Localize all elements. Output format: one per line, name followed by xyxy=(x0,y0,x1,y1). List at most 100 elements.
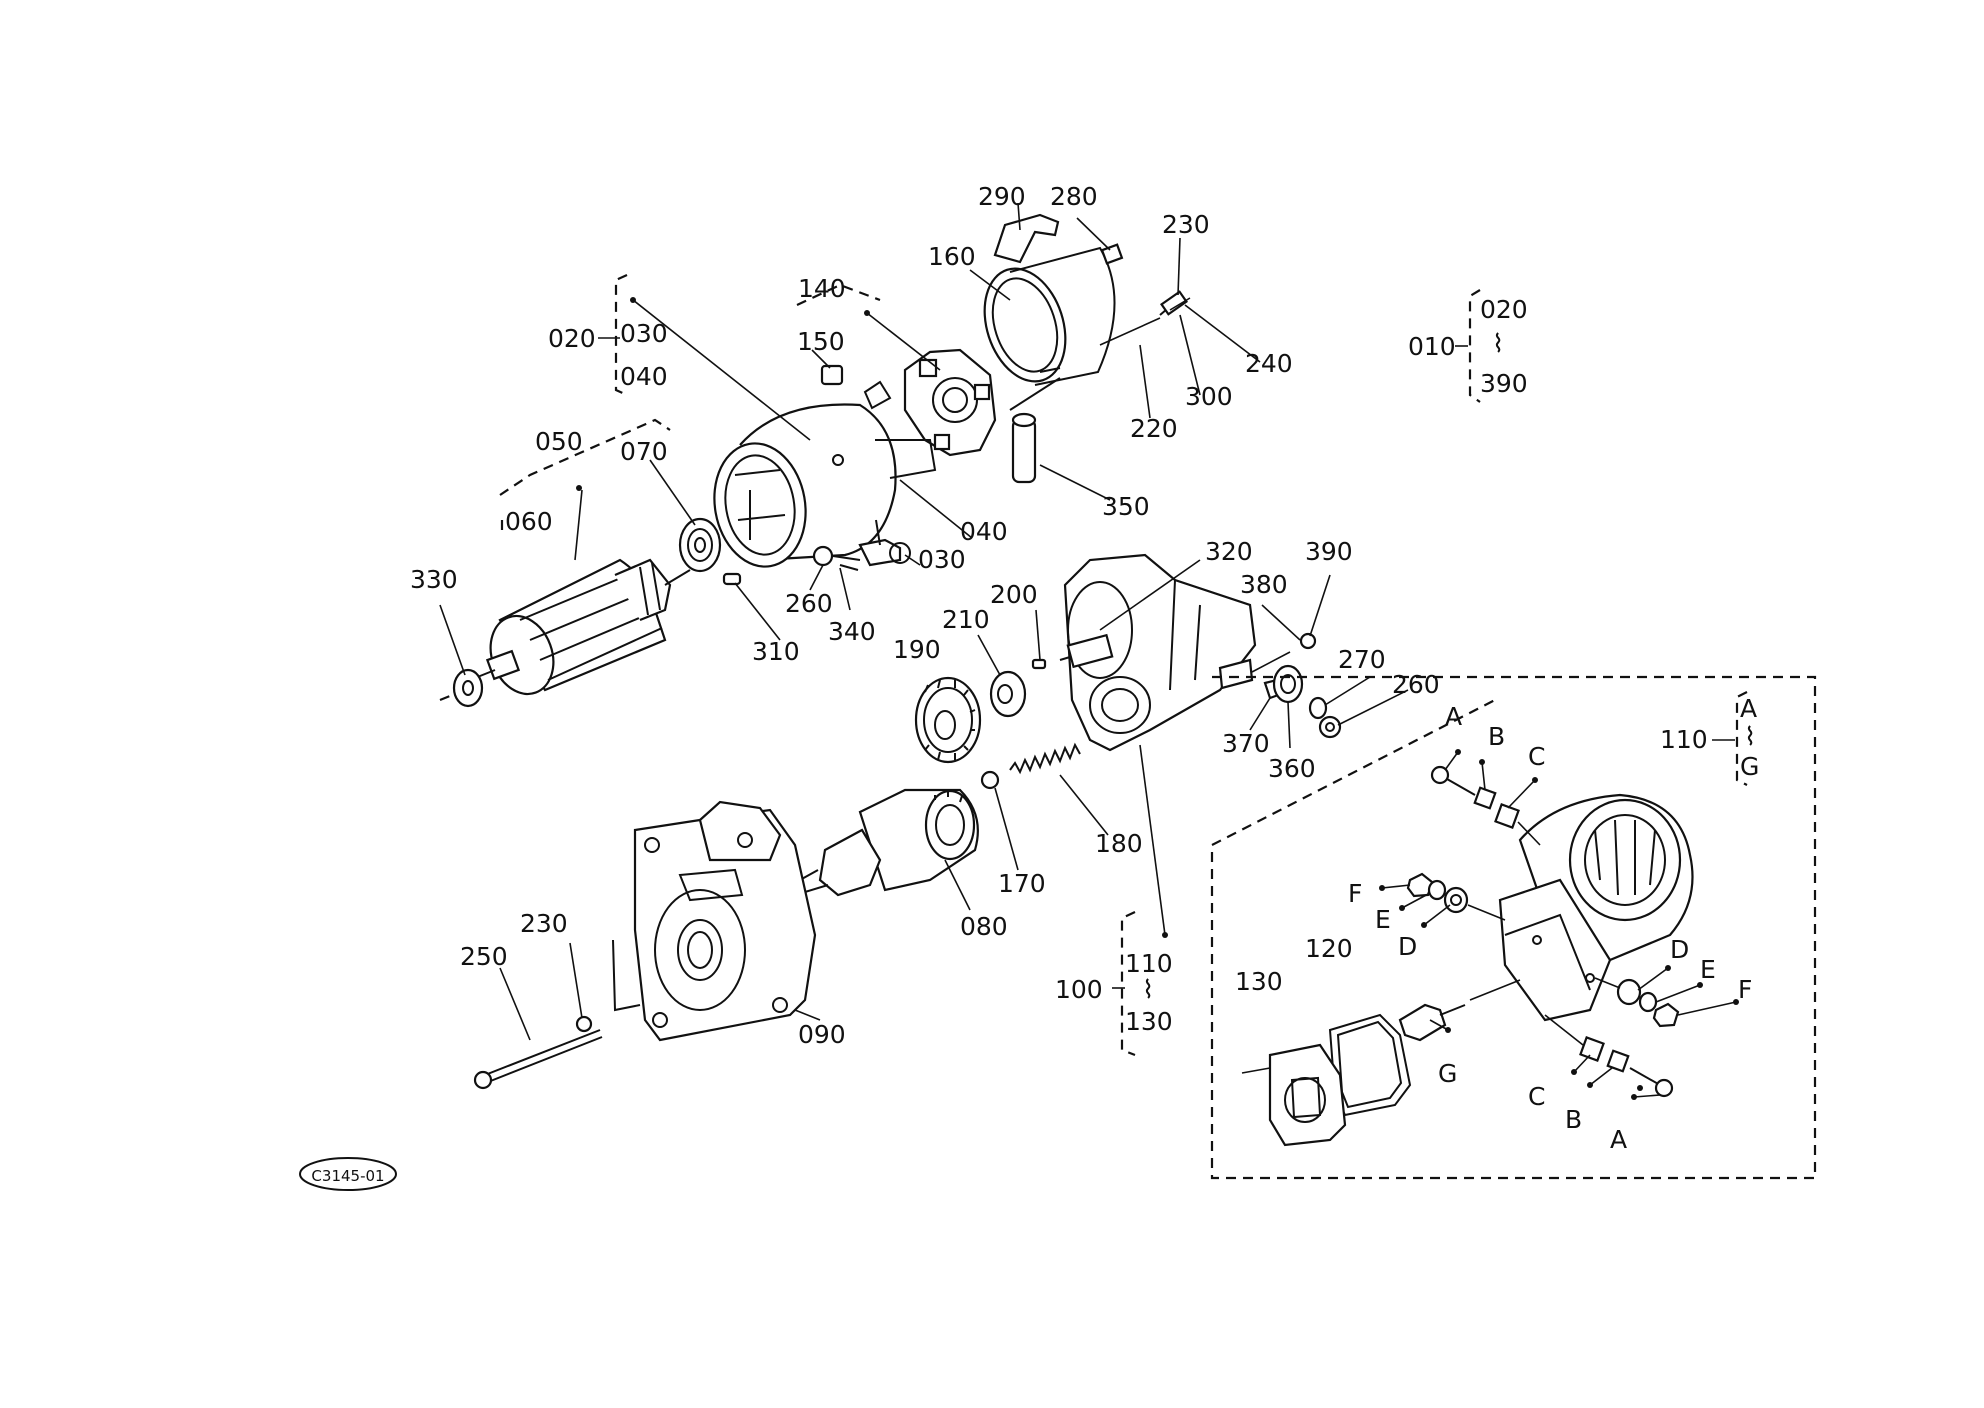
label-230-b: 230 xyxy=(520,909,568,938)
nut-F-left xyxy=(1406,872,1434,898)
label-390-b: 390 xyxy=(1480,369,1528,398)
group-brackets xyxy=(499,273,1748,1057)
label-tilde-010: ⌇ xyxy=(1492,329,1504,358)
label-310: 310 xyxy=(752,637,800,666)
label-ticks xyxy=(598,337,1735,989)
label-260-a: 260 xyxy=(785,589,833,618)
washer-B-top xyxy=(1473,786,1497,810)
label-090: 090 xyxy=(798,1020,846,1049)
label-390: 390 xyxy=(1305,537,1353,566)
label-250: 250 xyxy=(460,942,508,971)
bolt-280 xyxy=(1100,243,1124,265)
label-210: 210 xyxy=(942,605,990,634)
label-140: 140 xyxy=(798,274,846,303)
label-E-left: E xyxy=(1375,905,1391,934)
part-labels: 290 280 230 160 140 150 020 030 040 240 … xyxy=(410,182,1759,1154)
key-310 xyxy=(722,572,742,586)
label-050: 050 xyxy=(535,427,583,456)
label-290: 290 xyxy=(978,182,1026,211)
label-A-top: A xyxy=(1445,702,1462,731)
label-F-left: F xyxy=(1348,879,1362,908)
drive-end-frame-090 xyxy=(633,800,817,1042)
nut-260-a xyxy=(812,545,834,567)
label-G: G xyxy=(1438,1059,1457,1088)
yoke-cover-160 xyxy=(983,246,1116,386)
spring-180 xyxy=(1009,742,1081,775)
label-330: 330 xyxy=(410,565,458,594)
brush-holder-140 xyxy=(903,348,997,457)
label-C-bottom: C xyxy=(1528,1082,1545,1111)
label-B-bottom: B xyxy=(1565,1105,1582,1134)
terminal-030 xyxy=(858,519,911,567)
nut-260-b xyxy=(1318,715,1342,739)
label-160: 160 xyxy=(928,242,976,271)
armature-050 xyxy=(469,558,691,696)
label-150: 150 xyxy=(797,327,845,356)
label-B-top: B xyxy=(1488,722,1505,751)
label-350: 350 xyxy=(1102,492,1150,521)
field-yoke-020 xyxy=(713,403,937,568)
washer-E-left xyxy=(1427,879,1447,901)
label-F-right: F xyxy=(1738,975,1752,1004)
label-tilde-A: ⌇ xyxy=(1744,722,1756,751)
plate-C-top xyxy=(1494,803,1520,829)
label-D-left: D xyxy=(1398,932,1417,961)
idle-gear-190 xyxy=(914,676,982,764)
label-260-b: 260 xyxy=(1392,670,1440,699)
label-130: 130 xyxy=(1125,1007,1173,1036)
washer-340 xyxy=(832,555,861,571)
label-240: 240 xyxy=(1245,349,1293,378)
label-C-top: C xyxy=(1528,742,1545,771)
label-030-b: 030 xyxy=(918,545,966,574)
label-220: 220 xyxy=(1130,414,1178,443)
label-300: 300 xyxy=(1185,382,1233,411)
seal-360 xyxy=(1272,664,1304,704)
drawing-code-badge: C3145-01 xyxy=(299,1157,397,1191)
washer-E-right xyxy=(1638,991,1658,1013)
label-180: 180 xyxy=(1095,829,1143,858)
plate-C-bottom xyxy=(1579,1036,1605,1062)
label-tilde-110: ⌇ xyxy=(1142,975,1154,1004)
label-280: 280 xyxy=(1050,182,1098,211)
brush-spring-150 xyxy=(820,364,844,386)
screw-390 xyxy=(1299,632,1317,650)
washer-230-b xyxy=(575,1015,593,1033)
label-190: 190 xyxy=(893,635,941,664)
plunger-G xyxy=(1398,979,1521,1042)
label-320: 320 xyxy=(1205,537,1253,566)
key-200 xyxy=(1031,658,1047,670)
label-020: 020 xyxy=(548,324,596,353)
washer-270 xyxy=(1308,696,1328,720)
label-030-a: 030 xyxy=(620,319,668,348)
label-E-right: E xyxy=(1700,955,1716,984)
label-060: 060 xyxy=(505,507,553,536)
label-020-b: 020 xyxy=(1480,295,1528,324)
label-040-a: 040 xyxy=(620,362,668,391)
label-010: 010 xyxy=(1408,332,1456,361)
label-230-top: 230 xyxy=(1162,210,1210,239)
label-100: 100 xyxy=(1055,975,1103,1004)
detail-box-110 xyxy=(1210,675,1817,1180)
washer-330 xyxy=(452,668,484,708)
label-A-range: A xyxy=(1740,694,1757,723)
overrunning-clutch-080 xyxy=(798,788,979,897)
label-170: 170 xyxy=(998,869,1046,898)
label-120: 120 xyxy=(1305,934,1353,963)
bolt-A-top xyxy=(1430,765,1476,796)
label-A-bottom: A xyxy=(1610,1125,1627,1154)
label-130-b: 130 xyxy=(1235,967,1283,996)
retainer-210 xyxy=(989,670,1027,718)
label-370: 370 xyxy=(1222,729,1270,758)
label-110-b: 110 xyxy=(1660,725,1708,754)
washer-B-bottom xyxy=(1606,1049,1630,1073)
wire-terminal-230 xyxy=(1159,290,1188,316)
label-360: 360 xyxy=(1268,754,1316,783)
label-G-range: G xyxy=(1740,752,1759,781)
label-080: 080 xyxy=(960,912,1008,941)
drawing-code: C3145-01 xyxy=(311,1167,384,1185)
insulator-D-right xyxy=(1616,978,1642,1006)
label-340: 340 xyxy=(828,617,876,646)
dot-leaders-detail xyxy=(1381,751,1737,1098)
